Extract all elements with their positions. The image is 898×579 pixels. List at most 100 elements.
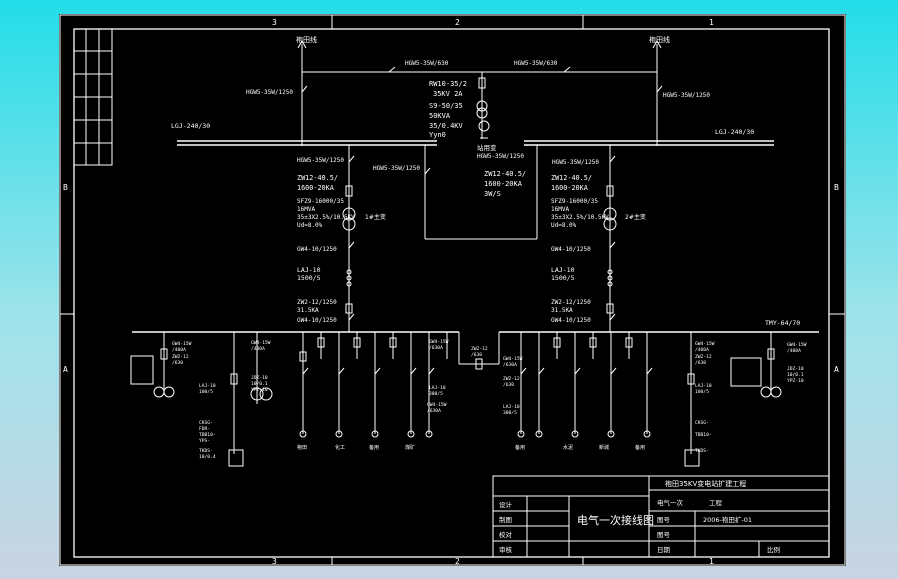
svg-text:LAJ-10: LAJ-10 (297, 266, 321, 274)
svg-text:GW4-10/1250: GW4-10/1250 (297, 246, 337, 253)
svg-text:1500/5: 1500/5 (551, 274, 575, 282)
zone-top-1: 3 (272, 18, 277, 27)
tie-cabinet-labels: GW4-15W /630A ZW2-12 /630 LAJ-10 300/5 (429, 339, 488, 397)
left-line-label: 袍田线 (296, 35, 317, 44)
left-conductor-label: LGJ-240/30 (171, 122, 210, 130)
svg-text:GW4-10/1250: GW4-10/1250 (297, 317, 337, 324)
bus-10kv-conductor: TMY-64/70 (765, 319, 800, 327)
svg-text:ZW12-40.5/: ZW12-40.5/ (551, 174, 592, 182)
right-label-2: 图号 (657, 531, 671, 539)
svg-text:35/0.4KV: 35/0.4KV (429, 122, 464, 130)
svg-text:/400A: /400A (695, 347, 709, 353)
svg-text:35KV 2A: 35KV 2A (433, 90, 463, 98)
right-label-1: 图号 (657, 516, 671, 524)
svg-text:16MVA: 16MVA (551, 206, 569, 213)
svg-text:GW4-15W: GW4-15W (503, 356, 523, 362)
svg-text:CKSG-: CKSG- (199, 420, 213, 426)
svg-text:SFZ9-16000/35: SFZ9-16000/35 (551, 198, 598, 205)
right-feeder-disconnect-label: HGW5-35W/1250 (552, 159, 599, 166)
svg-text:ZW2-12: ZW2-12 (695, 354, 712, 360)
svg-text:/630A: /630A (429, 345, 443, 351)
right-line-label: 袍田线 (649, 35, 670, 44)
svg-text:Ud=8.0%: Ud=8.0% (551, 222, 577, 229)
section-label: 电气一次 (657, 498, 684, 507)
right-cap-bank-labels: GW4-15W /400A ZW2-12 /630 LAJ-10 100/5 C… (695, 341, 715, 454)
svg-text:35±3X2.5%/10.5KV: 35±3X2.5%/10.5KV (551, 214, 609, 221)
svg-text:1600-20KA: 1600-20KA (551, 184, 588, 192)
svg-text:1600-20KA: 1600-20KA (297, 184, 334, 192)
inner-border (73, 28, 830, 558)
svg-text:/630: /630 (695, 360, 706, 366)
svg-text:YPS-: YPS- (199, 438, 210, 444)
svg-text:JDZ-10: JDZ-10 (251, 375, 268, 381)
svg-text:煤矿: 煤矿 (405, 444, 415, 451)
svg-text:LAJ-10: LAJ-10 (551, 266, 575, 274)
left-label-3: 校对 (499, 530, 513, 539)
svg-text:JDZ-10: JDZ-10 (787, 366, 804, 372)
svg-text:10/0.1: 10/0.1 (787, 372, 804, 378)
tie-right-label: HGW5-35W/630 (514, 60, 558, 67)
svg-text:31.5KA: 31.5KA (551, 307, 573, 314)
right-feeder-names: 备用 水泥 新城 备用 (515, 444, 645, 451)
row-left-b: B (63, 183, 68, 192)
svg-text:ZW12-40.5/: ZW12-40.5/ (297, 174, 338, 182)
project-name: 袍田35KV变电站扩建工程 (665, 479, 746, 488)
right-pt-labels: GW4-15W /400A JDZ-10 10/0.1 YPZ-10 (787, 342, 807, 384)
transformer-1-labels: ZW12-40.5/ 1600-20KA SFZ9-16000/35 16MVA… (297, 174, 386, 324)
svg-text:GW4-15W: GW4-15W (695, 341, 715, 347)
svg-text:2#主变: 2#主变 (625, 213, 646, 221)
svg-text:LAJ-10: LAJ-10 (429, 385, 446, 391)
outer-border (59, 14, 846, 566)
svg-text:50KVA: 50KVA (429, 112, 451, 120)
tie-left-label: HGW5-35W/630 (405, 60, 449, 67)
svg-text:TKDS-: TKDS- (695, 448, 709, 454)
revision-table (73, 28, 113, 166)
svg-text:/400A: /400A (787, 348, 801, 354)
transformer-2-labels: ZW12-40.5/ 1600-20KA SFZ9-16000/35 16MVA… (551, 174, 646, 324)
svg-text:LAJ-10: LAJ-10 (199, 383, 216, 389)
mid-disconnect-label: HGW5-35W/1250 (477, 153, 524, 160)
zone-bottom-1: 3 (272, 557, 277, 566)
svg-text:1600-20KA: 1600-20KA (484, 180, 523, 188)
svg-text:/630: /630 (471, 352, 482, 358)
cad-drawing-canvas: 3 2 1 3 2 1 B A B A (59, 14, 846, 566)
svg-text:水泥: 水泥 (563, 444, 573, 451)
svg-text:35±3X2.5%/10.5KV: 35±3X2.5%/10.5KV (297, 214, 355, 221)
svg-text:10/0.1: 10/0.1 (251, 381, 268, 387)
svg-text:化工: 化工 (335, 444, 345, 451)
svg-text:TBB10-: TBB10- (199, 432, 216, 438)
left-pt-labels: GW4-15W /400A JDZ-10 10/0.1 YPZ-10 (251, 340, 271, 393)
single-line-diagram: 3 2 1 3 2 1 B A B A (59, 14, 846, 566)
zone-top-2: 2 (455, 18, 460, 27)
svg-text:CKSG-: CKSG- (695, 420, 709, 426)
svg-text:100/5: 100/5 (199, 389, 213, 395)
mid-breaker-label: ZW12-40.5/ 1600-20KA 3W/S (484, 170, 526, 198)
svg-text:100/5: 100/5 (695, 389, 709, 395)
left-feeder-spec-labels: GW4-15W /630A (427, 402, 447, 414)
svg-text:ZW2-12/1250: ZW2-12/1250 (551, 299, 591, 306)
svg-text:GW4-10/1250: GW4-10/1250 (551, 246, 591, 253)
right-feeder-spec-labels: GW4-15W /630A ZW2-12 /630 LAJ-10 300/5 (503, 356, 523, 416)
svg-text:ZW2-12: ZW2-12 (172, 354, 189, 360)
left-feeder-disconnect-label: HGW5-35W/1250 (297, 157, 344, 164)
zone-bottom-2: 2 (455, 557, 460, 566)
svg-text:/630: /630 (503, 382, 514, 388)
svg-text:备用: 备用 (635, 444, 645, 451)
station-transformer-label: 站用变 (477, 143, 497, 152)
svg-text:SFZ9-16000/35: SFZ9-16000/35 (297, 198, 344, 205)
title-block: 袍田35KV变电站扩建工程 电气一次 工程 电气一次接线图 设计 制图 校对 审… (492, 475, 830, 558)
svg-text:/400A: /400A (251, 346, 265, 352)
svg-text:/630A: /630A (503, 362, 517, 368)
svg-text:ZW2-12: ZW2-12 (503, 376, 520, 382)
svg-text:10/0.4: 10/0.4 (199, 454, 216, 460)
left-label-1: 设计 (499, 500, 513, 509)
svg-text:LAJ-10: LAJ-10 (695, 383, 712, 389)
svg-text:YPZ-10: YPZ-10 (787, 378, 804, 384)
right-conductor-label: LGJ-240/30 (715, 128, 754, 136)
scale-label: 比例 (767, 545, 780, 554)
drawing-title: 电气一次接线图 (577, 513, 654, 527)
right-disconnect-label: HGW5-35W/1250 (663, 92, 710, 99)
left-feeder-names: 袍田 化工 备用 煤矿 (297, 444, 415, 451)
svg-text:ZW12-40.5/: ZW12-40.5/ (484, 170, 526, 178)
svg-text:1#主变: 1#主变 (365, 213, 386, 221)
